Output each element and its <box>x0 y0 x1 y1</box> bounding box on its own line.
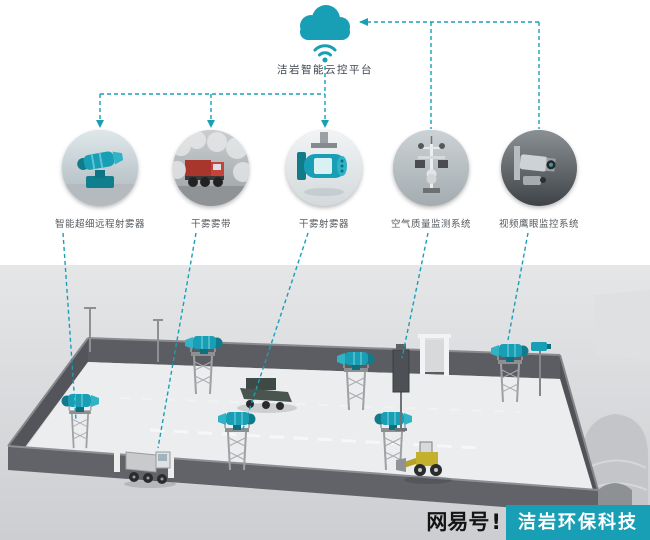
cloud-wifi-icon <box>300 5 350 63</box>
background-building <box>595 290 650 360</box>
camera-pole <box>531 342 551 396</box>
watermark-mark: ! <box>491 510 501 534</box>
device-circle-fog-cannon <box>62 130 138 206</box>
device-label-fog-cannon: 智能超细远程射雾器 <box>54 219 145 230</box>
fog-truck-icon <box>173 130 249 206</box>
device-label-dry-fog-sprayer: 干雾射雾器 <box>298 219 349 230</box>
back-gate <box>418 334 451 376</box>
dry-fog-sprayer-icon <box>286 130 362 206</box>
device-circle-air-quality <box>393 130 469 206</box>
dump-truck <box>124 451 176 488</box>
device-circle-fog-truck <box>173 130 249 206</box>
watermark: 网易号 ! 洁岩环保科技 <box>420 505 650 540</box>
air-quality-station-icon <box>393 130 469 206</box>
eagle-eye-camera-icon <box>501 130 577 206</box>
cloud-platform-icon <box>285 2 365 64</box>
watermark-name: 洁岩环保科技 <box>506 505 650 540</box>
device-label-eagle-eye: 视频鹰眼监控系统 <box>498 219 579 230</box>
wheel-loader <box>396 441 452 484</box>
air-quality-station <box>392 344 410 431</box>
watermark-brand: 网易号 <box>426 510 490 534</box>
device-label-air-quality: 空气质量监测系统 <box>390 219 471 230</box>
fog-cannon-icon <box>62 130 138 206</box>
device-label-fog-truck: 干雾雾带 <box>190 219 231 230</box>
device-circle-dry-fog-sprayer <box>286 130 362 206</box>
device-circle-eagle-eye <box>501 130 577 206</box>
cloud-platform-label: 洁岩智能云控平台 <box>277 64 373 76</box>
